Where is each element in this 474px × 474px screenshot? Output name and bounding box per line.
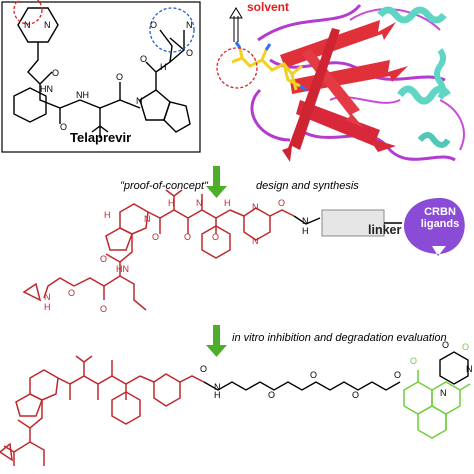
svg-text:N: N: [252, 202, 259, 212]
pyrazine-ring: [17, 7, 59, 43]
crbn-ligand-green: [403, 370, 471, 439]
alpha-helix: [417, 132, 451, 148]
atom-label: N: [136, 96, 143, 106]
protac-design-schematic: H O N H O N O H O HN O O N H N N O H N: [22, 189, 465, 314]
step2-prefix: in vitro: [232, 332, 265, 344]
step2-action: inhibition and degradation evaluation: [267, 332, 447, 344]
solvent-exposed-circle: [216, 47, 258, 89]
atom-label: O: [52, 68, 59, 78]
step1-caption: "proof-of-concept" design and synthesis: [120, 180, 359, 192]
crbn-label: CRBN ligands: [412, 206, 468, 230]
glutarimide-black: [439, 351, 469, 385]
loop-ribbon-thin: [329, 8, 465, 151]
protein-structure: [216, 4, 465, 162]
svg-text:N: N: [252, 236, 259, 246]
telaprevir-warhead-red: [22, 189, 295, 311]
svg-text:O: O: [68, 288, 75, 298]
tert-butyl: [91, 108, 109, 138]
peg-label: O: [394, 370, 401, 380]
peg-label: O: [268, 390, 275, 400]
telaprevir-panel: N N O HN O NH O N O H O N O: [1, 0, 201, 153]
bicyclic-ring-b: [163, 101, 191, 133]
atom-label: N: [186, 20, 193, 30]
peg-label: O: [352, 390, 359, 400]
bound-ligand-hetero: [234, 41, 307, 92]
atom-label: O: [150, 20, 157, 30]
bound-ligand: [231, 47, 303, 91]
svg-text:N: N: [144, 214, 151, 224]
svg-text:O: O: [100, 304, 107, 314]
peg-label: H: [214, 390, 221, 400]
atom-label: N: [44, 20, 51, 30]
svg-text:O: O: [278, 198, 285, 208]
crbn-ligand-shape: [404, 198, 465, 256]
alpha-helix: [377, 6, 447, 24]
atom-label: N: [24, 20, 31, 30]
amide-nh: N: [302, 216, 309, 226]
warhead-atom-labels: H O N H O N O H O HN O O N H N N O: [44, 198, 285, 314]
peg-label: O: [310, 370, 317, 380]
crbn-line2: ligands: [420, 218, 460, 230]
atom-label: H: [160, 62, 167, 72]
step2-caption: in vitro inhibition and degradation eval…: [232, 332, 447, 344]
atom-label: O: [140, 54, 147, 64]
ligand-atom: O: [442, 340, 449, 350]
svg-text:H: H: [44, 302, 51, 312]
ligand-atom: O: [410, 356, 417, 366]
step1-action: design and synthesis: [256, 180, 359, 192]
crbn-line1: CRBN: [424, 206, 456, 218]
step1-concept: "proof-of-concept": [120, 180, 208, 192]
atom-label: O: [186, 48, 193, 58]
svg-text:O: O: [184, 232, 191, 242]
amide-connector: [293, 215, 321, 225]
red-dashed-circle: [13, 0, 43, 25]
beta-sheet: [296, 100, 396, 152]
final-warhead-red: [3, 355, 205, 466]
peg-linker: [203, 381, 401, 391]
up-arrow-icon: [229, 7, 243, 42]
cyclohexyl-ring: [13, 87, 47, 123]
telaprevir-backbone: [27, 42, 141, 124]
ligand-atom: N: [440, 388, 447, 398]
amide-nh: H: [302, 226, 309, 236]
down-arrow-icon: [206, 166, 227, 198]
svg-text:O: O: [152, 232, 159, 242]
linker-label: linker: [368, 223, 402, 237]
peg-label: N: [214, 382, 221, 392]
svg-text:N: N: [196, 198, 203, 208]
beta-sheet: [280, 20, 396, 68]
peg-label: O: [200, 364, 207, 374]
solvent-label: solvent: [247, 0, 290, 14]
svg-text:O: O: [212, 232, 219, 242]
cyclopropyl-ring: [0, 442, 13, 462]
alpha-helix: [434, 48, 446, 100]
atom-label: O: [116, 72, 123, 82]
blue-dashed-circle: [149, 7, 195, 53]
atom-label: NH: [76, 90, 89, 100]
svg-text:HN: HN: [116, 264, 129, 274]
atom-label: HN: [40, 84, 53, 94]
atom-label: O: [60, 122, 67, 132]
svg-text:H: H: [168, 198, 175, 208]
drug-name-label: Telaprevir: [70, 130, 132, 145]
ligand-atom: N: [466, 364, 473, 374]
svg-text:N: N: [44, 292, 51, 302]
svg-text:O: O: [100, 254, 107, 264]
down-arrow-icon: [206, 325, 227, 357]
ligand-atom: O: [462, 342, 469, 352]
svg-text:H: H: [224, 198, 231, 208]
svg-text:H: H: [104, 210, 111, 220]
beta-sheet: [282, 28, 340, 162]
ketoamide-chain: [145, 29, 186, 90]
final-protac-structure: O H N O O O O O O N N O: [0, 340, 473, 466]
